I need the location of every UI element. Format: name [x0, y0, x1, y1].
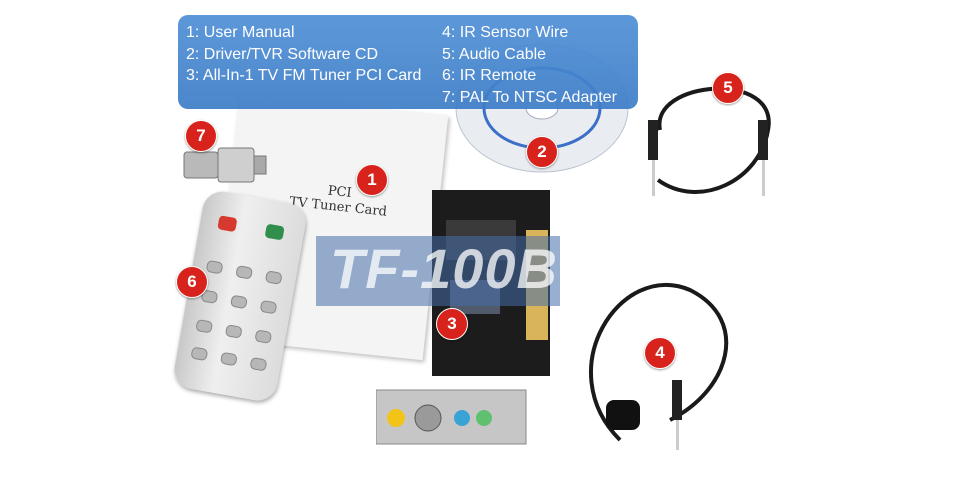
legend-item: 6: IR Remote: [442, 67, 537, 84]
badge-7: 7: [185, 120, 217, 152]
legend-item: 4: IR Sensor Wire: [442, 24, 569, 41]
legend-item: 3: All-In-1 TV FM Tuner PCI Card: [186, 67, 422, 84]
watermark-band: [316, 236, 560, 306]
component-legend: 1: User Manual 2: Driver/TVR Software CD…: [178, 15, 638, 109]
legend-item: 7: PAL To NTSC Adapter: [442, 88, 617, 106]
badge-2: 2: [526, 136, 558, 168]
badge-4: 4: [644, 337, 676, 369]
badge-5: 5: [712, 72, 744, 104]
legend-item: 1: User Manual: [186, 24, 295, 41]
audio-cable: [648, 86, 771, 196]
badge-3: 3: [436, 308, 468, 340]
legend-item: 2: Driver/TVR Software CD: [186, 45, 379, 63]
watermark-text: TF-100B: [330, 237, 558, 300]
pal-ntsc-adapter: [183, 147, 267, 183]
legend-item: 5: Audio Cable: [442, 45, 547, 63]
badge-6: 6: [176, 266, 208, 298]
badge-1: 1: [356, 164, 388, 196]
ir-sensor-wire: [589, 282, 729, 450]
